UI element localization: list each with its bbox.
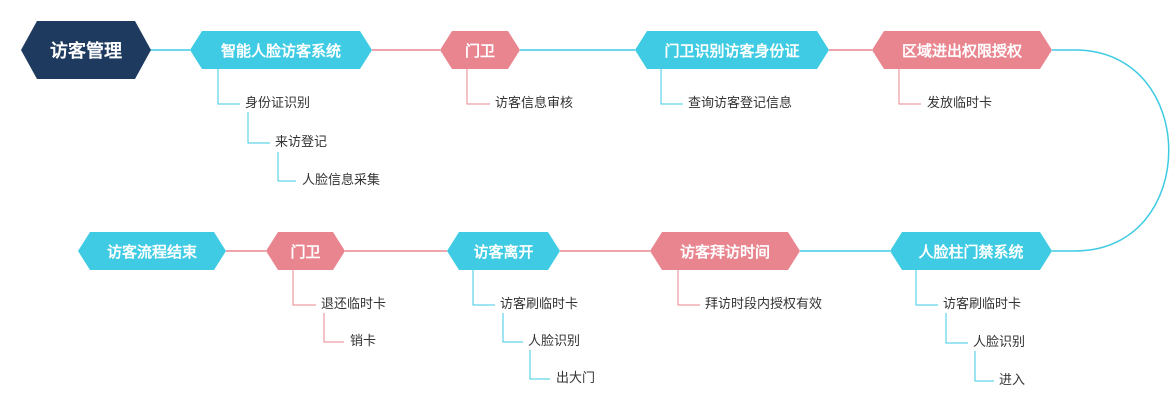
leaf-line-n7-3 <box>529 350 550 380</box>
leaf-issue-temp-card: 发放临时卡 <box>927 96 993 111</box>
leaf-line-n1-2 <box>247 112 270 144</box>
leaf-visit-register: 来访登记 <box>275 135 328 150</box>
leaf-line-n5-1 <box>915 270 938 306</box>
connector-n4-n5 <box>1052 49 1170 252</box>
leaf-line-n2-1 <box>466 69 490 105</box>
node-guard-1[interactable]: 门卫 <box>440 31 520 69</box>
node-visitor-leave[interactable]: 访客离开 <box>447 232 560 270</box>
root-node[interactable]: 访客管理 <box>21 21 151 79</box>
leaf-return-temp-card: 退还临时卡 <box>321 297 387 312</box>
leaf-face-capture: 人脸信息采集 <box>302 173 381 188</box>
leaf-face-recognition-exit: 人脸识别 <box>528 334 581 349</box>
leaf-line-n1-3 <box>277 152 296 182</box>
leaf-face-recognition-enter: 人脸识别 <box>973 335 1026 350</box>
leaf-line-n8-2 <box>323 313 344 343</box>
leaf-auth-valid-period: 拜访时段内授权有效 <box>705 297 823 312</box>
leaf-id-recognition: 身份证识别 <box>245 96 311 111</box>
node-area-access-auth[interactable]: 区域进出权限授权 <box>872 31 1052 69</box>
node-process-end[interactable]: 访客流程结束 <box>78 232 226 270</box>
leaf-query-register-info: 查询访客登记信息 <box>688 96 793 111</box>
leaf-line-n6-1 <box>677 270 700 306</box>
node-guard-id-check[interactable]: 门卫识别访客身份证 <box>635 31 829 69</box>
leaf-exit-gate: 出大门 <box>556 371 596 386</box>
node-guard-2[interactable]: 门卫 <box>266 232 345 270</box>
leaf-line-n1-1 <box>217 69 240 105</box>
leaf-line-n3-1 <box>660 69 683 105</box>
leaf-swipe-temp-card-exit: 访客刷临时卡 <box>500 297 579 312</box>
leaf-line-n7-1 <box>472 270 495 306</box>
node-visit-time[interactable]: 访客拜访时间 <box>650 232 800 270</box>
leaf-line-n8-1 <box>292 270 316 306</box>
leaf-line-n4-1 <box>898 69 921 105</box>
leaf-swipe-temp-card-enter: 访客刷临时卡 <box>943 297 1022 312</box>
node-face-gate-system[interactable]: 人脸柱门禁系统 <box>890 232 1052 270</box>
leaf-visitor-info-review: 访客信息审核 <box>495 96 574 111</box>
leaf-line-n5-2 <box>945 313 968 344</box>
node-face-visitor-system[interactable]: 智能人脸访客系统 <box>190 31 372 69</box>
leaf-line-n7-2 <box>502 313 523 343</box>
leaf-cancel-card: 销卡 <box>350 334 377 349</box>
leaf-line-n5-3 <box>974 351 994 382</box>
leaf-enter: 进入 <box>999 373 1026 388</box>
